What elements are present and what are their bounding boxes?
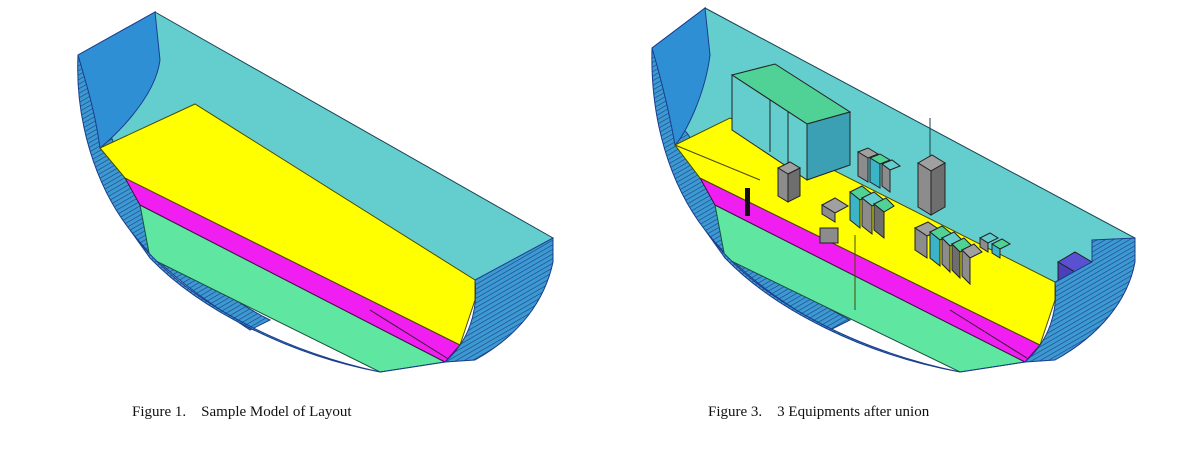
hull-bottom-curve	[704, 229, 1026, 373]
hull-bottom-curve	[129, 229, 446, 373]
figure-3: Figure 3. 3 Equipments after union	[600, 0, 1185, 459]
equipment-gray-block	[776, 161, 802, 203]
hanging-block	[745, 188, 750, 216]
equipment-tall-tower	[917, 154, 946, 216]
figure-1-caption: Figure 1. Sample Model of Layout	[132, 404, 352, 421]
figure-1-title: Sample Model of Layout	[201, 404, 352, 420]
equipment-cluster-c	[913, 221, 983, 286]
hull-left-face	[77, 11, 161, 149]
figure-3-label: Figure 3.	[708, 404, 763, 420]
figure-3-title: 3 Equipments after union	[777, 404, 930, 420]
hull-right-end	[1023, 237, 1136, 363]
figure-1-label: Figure 1.	[132, 404, 187, 420]
figure-1: Figure 1. Sample Model of Layout	[77, 10, 554, 421]
figure-3-render	[651, 6, 1136, 373]
figure-3-caption: Figure 3. 3 Equipments after union	[708, 404, 929, 421]
equipment-cluster-b	[820, 185, 895, 240]
equipment-cluster-d	[978, 232, 1012, 259]
equipment-large-cabinet	[730, 63, 852, 181]
equipment-cluster-a	[856, 147, 902, 193]
figure-1-render	[77, 10, 554, 373]
hull-right-end	[443, 237, 554, 363]
hanging-block	[819, 227, 839, 244]
